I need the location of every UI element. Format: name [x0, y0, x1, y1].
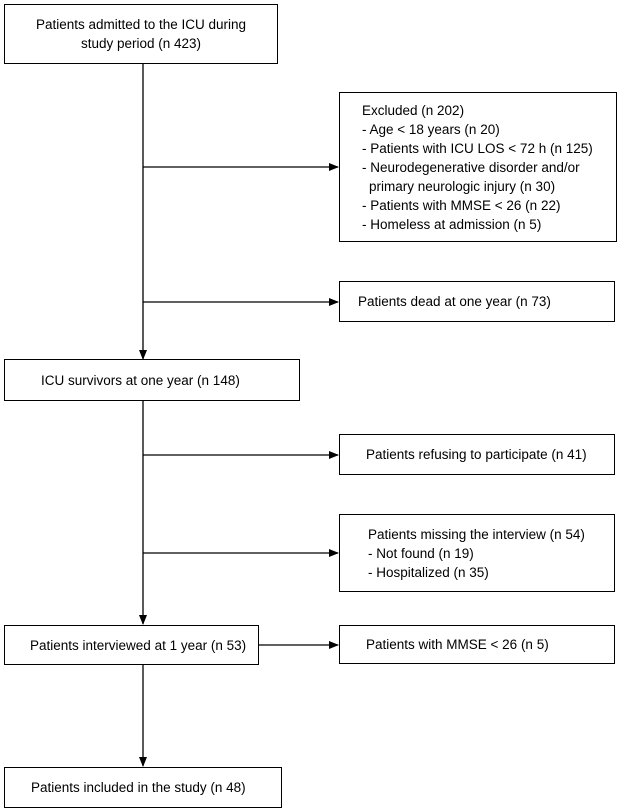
- box-admitted: Patients admitted to the ICU during stud…: [4, 4, 278, 64]
- missing-item-not-found: - Not found (n 19): [368, 545, 474, 561]
- admitted-line-1: Patients admitted to the ICU during: [35, 17, 247, 32]
- box-survivors: ICU survivors at one year (n 148): [4, 359, 300, 401]
- box-mmse: Patients with MMSE < 26 (n 5): [339, 625, 615, 664]
- missing-title: Patients missing the interview (n 54): [368, 526, 585, 542]
- excluded-item-neuro-cont: primary neurologic injury (n 30): [369, 178, 556, 194]
- box-dead: Patients dead at one year (n 73): [339, 281, 615, 322]
- box-included: Patients included in the study (n 48): [4, 767, 282, 808]
- box-missing: Patients missing the interview (n 54) - …: [339, 514, 615, 592]
- excluded-title: Excluded (n 202): [362, 102, 465, 118]
- mmse-text: Patients with MMSE < 26 (n 5): [366, 637, 549, 652]
- excluded-item-mmse: - Patients with MMSE < 26 (n 22): [362, 197, 561, 213]
- refusing-text: Patients refusing to participate (n 41): [366, 447, 587, 462]
- missing-item-hospitalized: - Hospitalized (n 35): [368, 564, 489, 580]
- included-text: Patients included in the study (n 48): [31, 780, 246, 795]
- excluded-item-age: - Age < 18 years (n 20): [362, 121, 500, 137]
- dead-text: Patients dead at one year (n 73): [358, 294, 551, 309]
- survivors-text: ICU survivors at one year (n 148): [41, 372, 240, 388]
- box-refusing: Patients refusing to participate (n 41): [339, 434, 615, 475]
- admitted-line-2: study period (n 423): [80, 36, 202, 51]
- excluded-item-neuro: - Neurodegenerative disorder and/or: [362, 159, 580, 175]
- excluded-item-homeless: - Homeless at admission (n 5): [362, 216, 542, 232]
- interviewed-text: Patients interviewed at 1 year (n 53): [30, 637, 247, 653]
- box-excluded: Excluded (n 202) - Age < 18 years (n 20)…: [339, 92, 617, 242]
- box-interviewed: Patients interviewed at 1 year (n 53): [4, 625, 259, 665]
- excluded-item-los: - Patients with ICU LOS < 72 h (n 125): [362, 140, 593, 156]
